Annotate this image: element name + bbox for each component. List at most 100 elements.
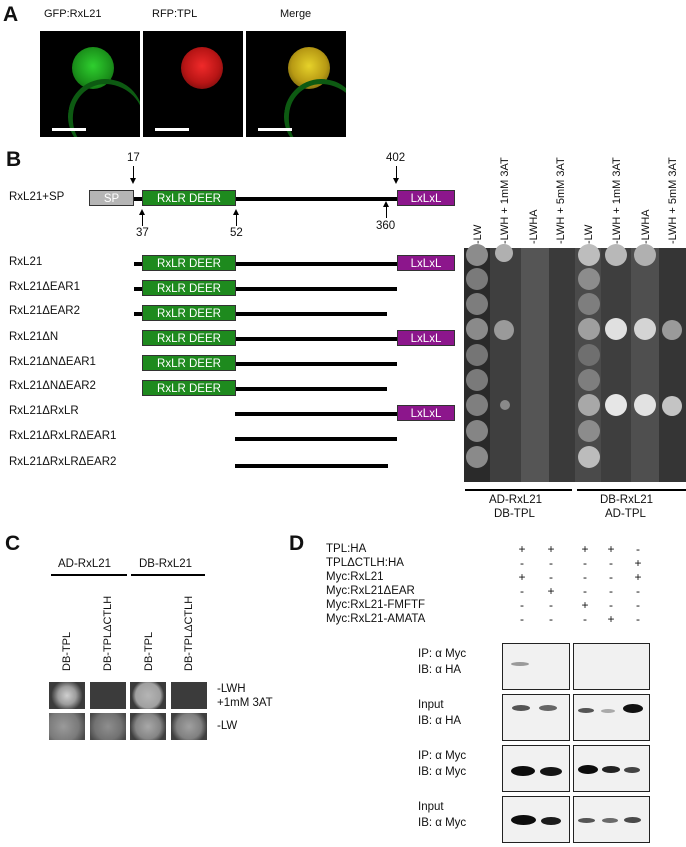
d-mark: - [609,598,613,612]
domain-rxlr-deer: RxLR DEER [142,380,236,396]
medium-label: -LWH + 1mM 3AT [611,157,623,244]
domain-lxlxl: LxLxL [397,190,455,206]
d-mark: - [609,570,613,584]
c-group-ad: AD-RxL21 [58,558,112,570]
c-spot [90,682,126,709]
blot-ip-myc-ib-myc-right [573,745,650,792]
d-mark: - [583,584,587,598]
position-37: 37 [136,227,149,239]
construct-label: RxL21ΔNΔEAR1 [9,356,96,368]
arrow-head-17 [130,178,136,184]
d-mark: - [549,556,553,570]
blot-label: Input [418,699,444,711]
blot-input-ib-myc-left [502,796,570,843]
panel-c-letter: C [5,532,21,555]
construct-label: RxL21ΔNΔEAR2 [9,380,96,392]
medium-label: -LWHA [528,209,540,244]
yeast-two-hybrid-plate [464,244,686,482]
group-db-line2: AD-TPL [605,508,646,520]
domain-lxlxl: LxLxL [397,405,455,421]
domain-lxlxl: LxLxL [397,330,455,346]
d-mark: - [609,584,613,598]
medium-label: -LW [472,224,484,244]
d-mark: - [583,556,587,570]
blot-label: IB: α HA [418,664,462,676]
blot-label: IB: α Myc [418,766,467,778]
d-mark: - [520,598,524,612]
group-db-line1: DB-RxL21 [600,494,654,506]
d-mark: - [636,542,640,556]
c-column-label: DB-TPL [61,631,73,671]
construct-label: RxL21ΔRxLRΔEAR1 [9,430,117,442]
c-spot [130,713,166,740]
group-divider-db [577,489,686,491]
backbone [134,287,397,291]
blot-ip-myc-ib-ha-right [573,643,650,690]
d-mark: + [518,542,526,556]
d-mark: + [547,542,555,556]
backbone [234,362,397,366]
d-mark: + [581,542,589,556]
d-mark: + [634,556,642,570]
backbone [134,262,400,266]
medium-label: -LW [583,224,595,244]
blot-label: IB: α Myc [418,817,467,829]
c-divider-ad [51,574,127,576]
c-group-db: DB-RxL21 [139,558,193,570]
micrograph-gfp [40,31,140,137]
d-mark: + [634,570,642,584]
blot-label: IB: α HA [418,715,462,727]
arrow-360 [386,206,387,218]
d-mark: - [636,612,640,626]
c-spot [49,713,85,740]
construct-label: RxL21ΔRxLRΔEAR2 [9,456,117,468]
title-merge: Merge [280,8,312,20]
d-condition-label: Myc:RxL21 [326,571,384,583]
d-condition-label: Myc:RxL21-AMATA [326,613,426,625]
construct-label: RxL21ΔEAR2 [9,305,80,317]
domain-rxlr-deer: RxLR DEER [142,190,236,206]
c-spot [171,713,207,740]
domain-rxlr-deer: RxLR DEER [142,355,236,371]
backbone [234,387,387,391]
title-gfp: GFP:RxL21 [44,8,102,20]
c-row-label-1a: -LWH [217,683,246,695]
c-column-label: DB-TPLΔCTLH [102,595,114,671]
d-mark: - [636,584,640,598]
d-condition-label: TPL:HA [326,543,367,555]
domain-lxlxl: LxLxL [397,255,455,271]
micrograph-merge [246,31,346,137]
backbone [235,412,400,416]
medium-label: -LWH + 5mM 3AT [555,157,567,244]
construct-label: RxL21ΔRxLR [9,405,79,417]
arrow-head-402 [393,178,399,184]
arrow-402 [396,166,397,179]
c-row-label-1b: +1mM 3AT [217,697,273,709]
arrow-head-360 [383,201,389,207]
position-402: 402 [386,152,406,164]
d-mark: - [520,584,524,598]
d-mark: + [607,612,615,626]
arrow-37 [142,214,143,226]
c-spot [130,682,166,709]
medium-label: -LWH + 5mM 3AT [667,157,679,244]
arrow-17 [133,166,134,179]
panel-b-letter: B [6,148,22,171]
position-360: 360 [376,220,396,232]
d-mark: - [520,612,524,626]
arrow-head-52 [233,209,239,215]
title-rfp: RFP:TPL [152,8,198,20]
d-mark: + [518,570,526,584]
d-mark: - [549,570,553,584]
panel-d-letter: D [289,532,305,555]
blot-ip-myc-ib-myc-left [502,745,570,792]
position-17: 17 [127,152,140,164]
d-mark: - [583,570,587,584]
backbone [235,464,388,468]
domain-rxlr-deer: RxLR DEER [142,255,236,271]
c-spot [49,682,85,709]
d-mark: - [549,598,553,612]
blot-input-ib-ha-left [502,694,570,741]
backbone [234,337,400,341]
construct-label: RxL21 [9,256,43,268]
